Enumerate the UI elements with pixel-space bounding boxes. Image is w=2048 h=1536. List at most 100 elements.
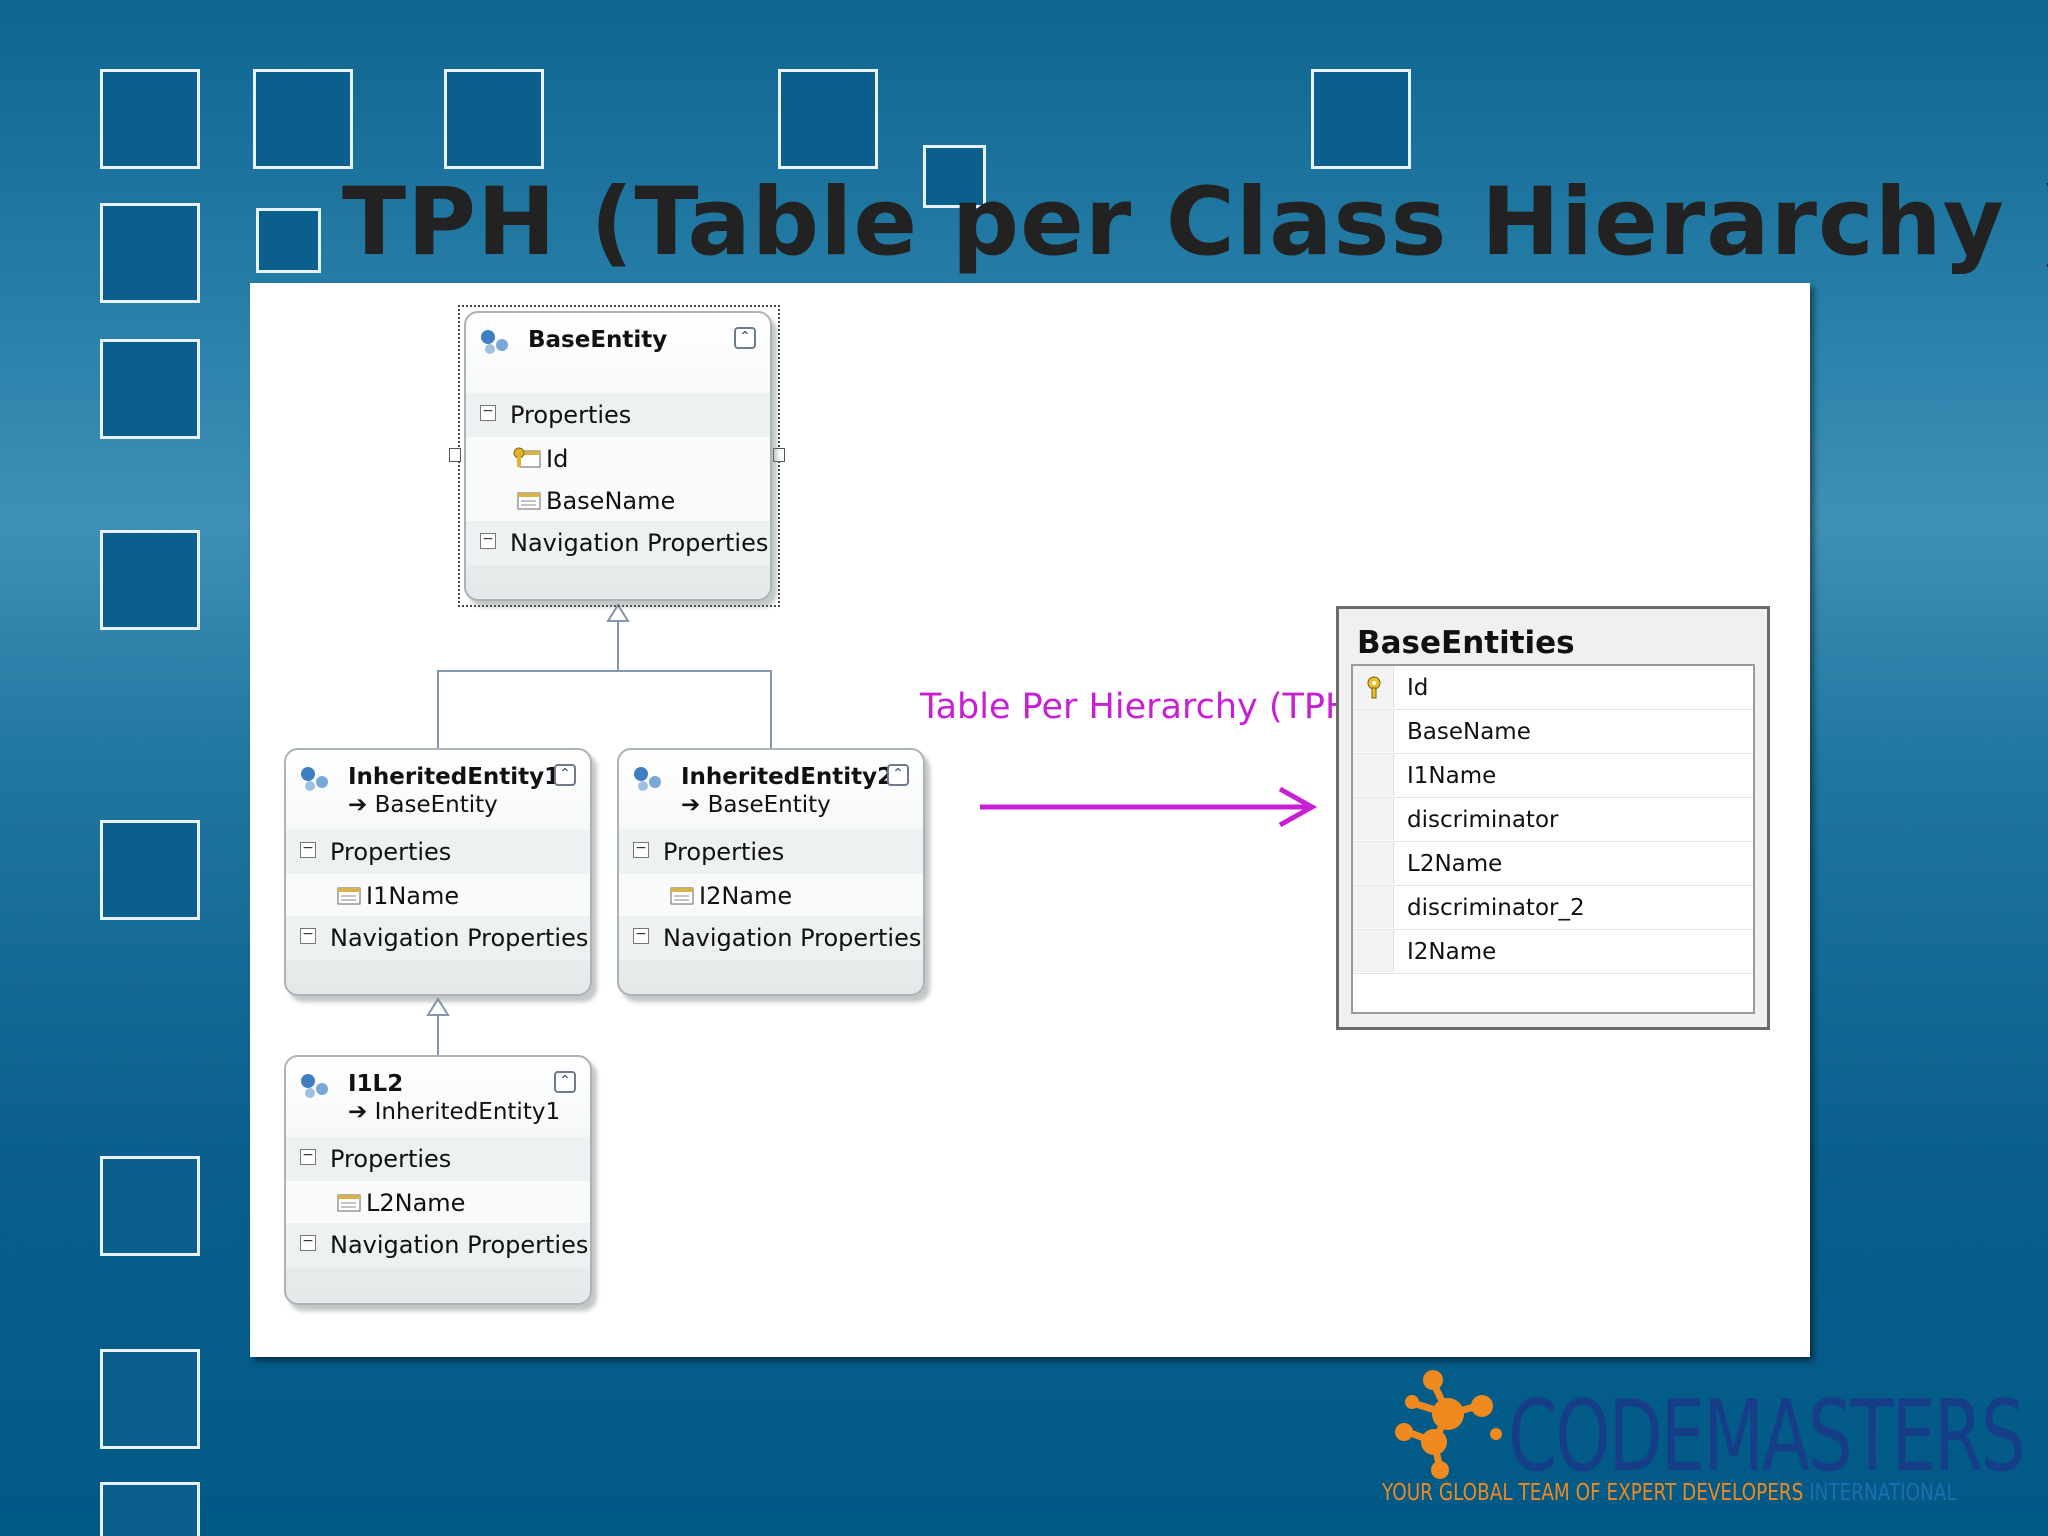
section-label: Navigation Properties [663, 924, 922, 952]
table-column-row[interactable]: L2Name [1353, 842, 1753, 886]
column-name: Id [1407, 675, 1429, 701]
navigation-properties-section[interactable]: − Navigation Properties [619, 916, 923, 960]
primary-key-icon [1367, 676, 1381, 699]
database-table[interactable]: BaseEntities Id BaseName I1Name [1336, 606, 1770, 1030]
property-row[interactable]: Id [466, 437, 770, 479]
table-column-row[interactable]: I1Name [1353, 754, 1753, 798]
navigation-properties-section[interactable]: − Navigation Properties [286, 1223, 590, 1267]
navigation-properties-section[interactable]: − Navigation Properties [466, 521, 770, 565]
tph-arrow-label: Table Per Hierarchy (TPH) [920, 687, 1365, 727]
table-column-row[interactable]: discriminator_2 [1353, 886, 1753, 930]
entity-name: BaseEntity [528, 327, 668, 353]
key-property-icon [513, 447, 541, 468]
property-row[interactable]: I2Name [619, 874, 923, 916]
collapse-minus-icon[interactable]: − [633, 927, 649, 944]
section-label: Properties [330, 838, 452, 866]
table-column-row[interactable]: discriminator [1353, 798, 1753, 842]
collapse-minus-icon[interactable]: − [480, 404, 496, 421]
decorative-square [100, 203, 200, 303]
row-selector [1353, 666, 1394, 708]
row-selector [1353, 754, 1394, 796]
property-icon [337, 887, 361, 905]
section-label: Properties [330, 1145, 452, 1173]
diagram-canvas: BaseEntity ⌃ − Properties Id BaseName − … [250, 283, 1810, 1357]
property-icon [337, 1194, 361, 1212]
entity-base-type: ➔ BaseEntity [681, 792, 831, 818]
inheritance-triangle [426, 997, 450, 1016]
decorative-square [253, 69, 353, 169]
resize-handle-right[interactable] [773, 448, 785, 462]
connector-base-to-inherited [437, 605, 619, 751]
entity-base-type: ➔ InheritedEntity1 [348, 1099, 561, 1125]
section-label: Properties [663, 838, 785, 866]
row-selector [1353, 886, 1394, 928]
inheritance-connectors [426, 603, 1318, 1055]
entity-inheritedentity1[interactable]: InheritedEntity1 ➔ BaseEntity ⌃ − Proper… [284, 748, 592, 996]
entity-icon [301, 767, 328, 791]
property-row[interactable]: BaseName [466, 479, 770, 521]
column-name: I2Name [1407, 939, 1497, 965]
section-label: Navigation Properties [330, 1231, 589, 1259]
section-label: Navigation Properties [330, 924, 589, 952]
column-name: discriminator_2 [1407, 895, 1585, 921]
entity-header: InheritedEntity1 ➔ BaseEntity ⌃ [286, 750, 590, 830]
entity-i1l2[interactable]: I1L2 ➔ InheritedEntity1 ⌃ − Properties L… [284, 1055, 592, 1305]
entity-name: InheritedEntity1 [348, 764, 561, 790]
collapse-icon[interactable]: ⌃ [734, 327, 756, 349]
slide-title: TPH (Table per Class Hierarchy ) [342, 168, 2048, 277]
column-name: BaseName [1407, 719, 1531, 745]
decorative-square [778, 69, 878, 169]
section-label: Properties [510, 401, 632, 429]
decorative-square [100, 820, 200, 920]
column-name: L2Name [1407, 851, 1503, 877]
table-column-row[interactable]: Id [1353, 666, 1753, 710]
collapse-icon[interactable]: ⌃ [554, 1071, 576, 1093]
collapse-icon[interactable]: ⌃ [887, 764, 909, 786]
decorative-square [444, 69, 544, 169]
tph-arrow-head [1278, 786, 1318, 828]
collapse-minus-icon[interactable]: − [480, 532, 496, 549]
decorative-square [100, 339, 200, 439]
properties-section[interactable]: − Properties [286, 1137, 590, 1181]
decorative-square [256, 208, 321, 273]
collapse-minus-icon[interactable]: − [633, 841, 649, 858]
decorative-square [1311, 69, 1411, 169]
table-column-row[interactable]: BaseName [1353, 710, 1753, 754]
logo-wordmark: CODEMASTERS [1508, 1380, 2026, 1494]
row-selector [1353, 710, 1394, 752]
property-row[interactable]: L2Name [286, 1181, 590, 1223]
column-name: discriminator [1407, 807, 1559, 833]
entity-icon [481, 330, 508, 354]
properties-section[interactable]: − Properties [466, 393, 770, 437]
entity-inheritedentity2[interactable]: InheritedEntity2 ➔ BaseEntity ⌃ − Proper… [617, 748, 925, 996]
decorative-square [100, 530, 200, 630]
decorative-square [923, 145, 986, 208]
collapse-icon[interactable]: ⌃ [554, 764, 576, 786]
collapse-minus-icon[interactable]: − [300, 927, 316, 944]
property-row[interactable]: I1Name [286, 874, 590, 916]
collapse-minus-icon[interactable]: − [300, 1234, 316, 1251]
resize-handle-left[interactable] [449, 448, 461, 462]
entity-name: I1L2 [348, 1071, 404, 1097]
properties-section[interactable]: − Properties [619, 830, 923, 874]
property-name: I1Name [366, 882, 460, 910]
inheritance-triangle [606, 603, 630, 622]
entity-icon [301, 1074, 328, 1098]
navigation-properties-section[interactable]: − Navigation Properties [286, 916, 590, 960]
property-name: BaseName [546, 487, 676, 515]
collapse-minus-icon[interactable]: − [300, 841, 316, 858]
collapse-minus-icon[interactable]: − [300, 1148, 316, 1165]
column-name: I1Name [1407, 763, 1497, 789]
logo-molecule-icon [1395, 1370, 1502, 1479]
properties-section[interactable]: − Properties [286, 830, 590, 874]
property-icon [517, 492, 541, 510]
entity-baseentity[interactable]: BaseEntity ⌃ − Properties Id BaseName − … [464, 311, 772, 601]
property-name: L2Name [366, 1189, 466, 1217]
entity-icon [634, 767, 661, 791]
section-label: Navigation Properties [510, 529, 769, 557]
row-selector [1353, 842, 1394, 884]
entity-header: I1L2 ➔ InheritedEntity1 ⌃ [286, 1057, 590, 1137]
property-name: I2Name [699, 882, 793, 910]
connector-base-to-inherited2 [618, 670, 772, 751]
table-column-row[interactable]: I2Name [1353, 930, 1753, 974]
